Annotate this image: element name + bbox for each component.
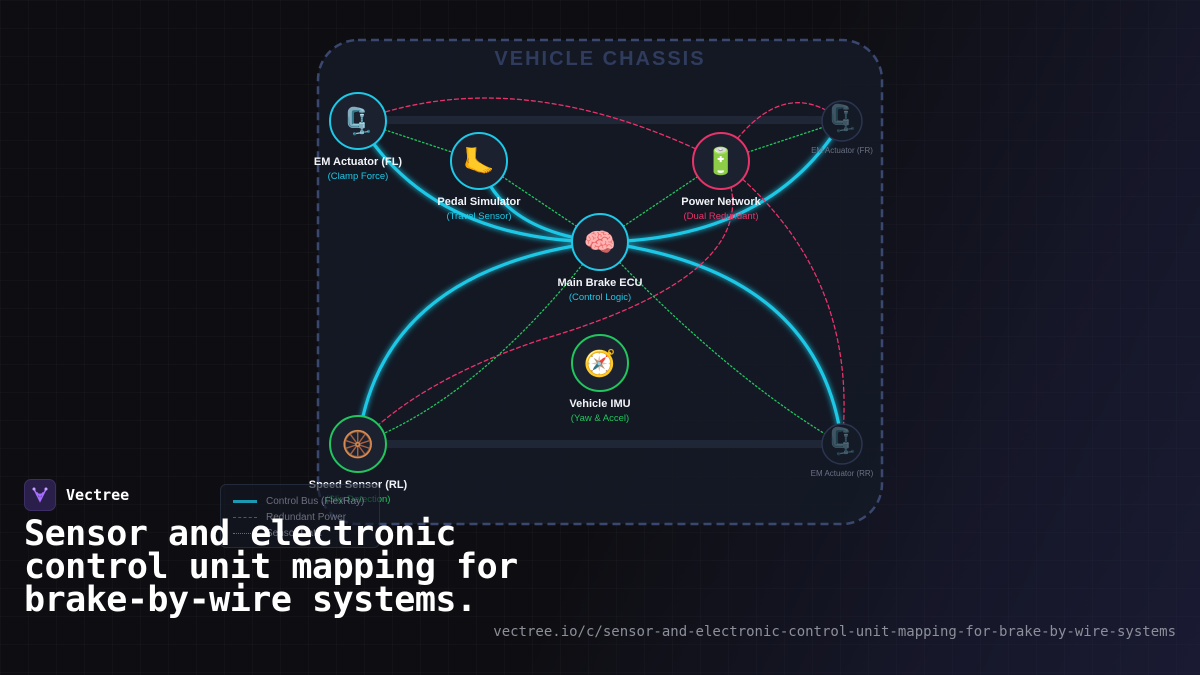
- node-power[interactable]: 🔋 Power Network (Dual Redundant): [681, 132, 762, 222]
- node-em_rr[interactable]: 🗜️ EM Actuator (RR): [811, 423, 874, 478]
- edge-power-power-em_fl: [357, 97, 722, 162]
- node-circle-pedal: [450, 132, 508, 190]
- legend-label-sensor: Sensor Data: [266, 527, 322, 539]
- vectree-logo-icon: [24, 479, 56, 511]
- brain-icon: 🧠: [584, 228, 616, 258]
- edge-power-power-em_rr: [720, 160, 845, 445]
- node-circle-em_fr: [821, 100, 863, 142]
- edge-control-ecu-em_fl: [356, 119, 602, 244]
- node-label-em_fr: EM Actuator (FR): [811, 146, 873, 155]
- legend: Control Bus (FlexRay) Redundant Power Se…: [220, 484, 380, 548]
- node-label-em_rr: EM Actuator (RR): [811, 469, 874, 478]
- node-sublabel-em_fl: (Clamp Force): [328, 171, 389, 182]
- legend-label-control: Control Bus (FlexRay): [266, 495, 365, 507]
- edge-sensor-ecu-speed: [357, 241, 601, 445]
- node-circle-em_fl: [329, 92, 387, 150]
- legend-item-sensor: Sensor Data: [233, 525, 367, 541]
- clamp-icon: 🗜️: [826, 103, 858, 134]
- node-label-imu: Vehicle IMU: [569, 398, 630, 410]
- node-label-em_fl: EM Actuator (FL): [314, 156, 403, 168]
- node-circle-power: [692, 132, 750, 190]
- node-label-power: Power Network: [681, 196, 761, 208]
- brand[interactable]: Vectree: [24, 479, 129, 511]
- edge-sensor-ecu-em_rr: [599, 241, 843, 445]
- node-imu[interactable]: 🧭 Vehicle IMU (Yaw & Accel): [569, 334, 631, 424]
- node-circle-speed: [329, 415, 387, 473]
- edge-control-ecu-speed: [356, 240, 602, 446]
- compass-icon: 🧭: [584, 348, 616, 379]
- node-circle-imu: [571, 334, 629, 392]
- page-url[interactable]: vectree.io/c/sensor-and-electronic-contr…: [493, 624, 1176, 640]
- front-axle: [360, 116, 840, 124]
- rear-axle: [360, 440, 840, 448]
- foot-icon: 🦶: [463, 146, 495, 177]
- chassis-title: VEHICLE CHASSIS: [494, 48, 705, 70]
- legend-item-control: Control Bus (FlexRay): [233, 493, 367, 509]
- node-em_fr[interactable]: 🗜️ EM Actuator (FR): [811, 100, 873, 155]
- clamp-icon: 🗜️: [342, 106, 374, 137]
- legend-label-power: Redundant Power: [266, 511, 347, 523]
- legend-swatch-control: [233, 499, 257, 503]
- legend-item-power: Redundant Power: [233, 509, 367, 525]
- page-title: Sensor and electronic control unit mappi…: [24, 514, 518, 620]
- node-em_fl[interactable]: 🗜️ EM Actuator (FL) (Clamp Force): [314, 92, 403, 182]
- node-sublabel-ecu: (Control Logic): [569, 292, 631, 303]
- brand-name: Vectree: [66, 486, 130, 504]
- node-circle-em_rr: [821, 423, 863, 465]
- node-sublabel-imu: (Yaw & Accel): [571, 413, 629, 424]
- edge-control-ecu-em_rr: [598, 240, 844, 446]
- node-label-ecu: Main Brake ECU: [558, 277, 643, 289]
- node-ecu[interactable]: 🧠 Main Brake ECU (Control Logic): [558, 213, 643, 303]
- node-label-pedal: Pedal Simulator: [437, 196, 521, 208]
- node-circle-ecu: [571, 213, 629, 271]
- nodes: 🗜️ EM Actuator (FL) (Clamp Force) 🦶 Pedal Si…: [309, 92, 874, 505]
- clamp-icon: 🗜️: [826, 426, 858, 457]
- node-pedal[interactable]: 🦶 Pedal Simulator (Travel Sensor): [437, 132, 521, 222]
- legend-swatch-sensor: [233, 532, 257, 534]
- battery-icon: 🔋: [705, 146, 737, 177]
- node-sublabel-pedal: (Travel Sensor): [446, 211, 511, 222]
- wheel-icon: 🛞: [342, 429, 374, 460]
- legend-swatch-power: [233, 516, 257, 518]
- edge-power-power-speed: [357, 160, 734, 445]
- edge-control-ecu-em_fr: [598, 119, 844, 244]
- node-sublabel-power: (Dual Redundant): [684, 211, 759, 222]
